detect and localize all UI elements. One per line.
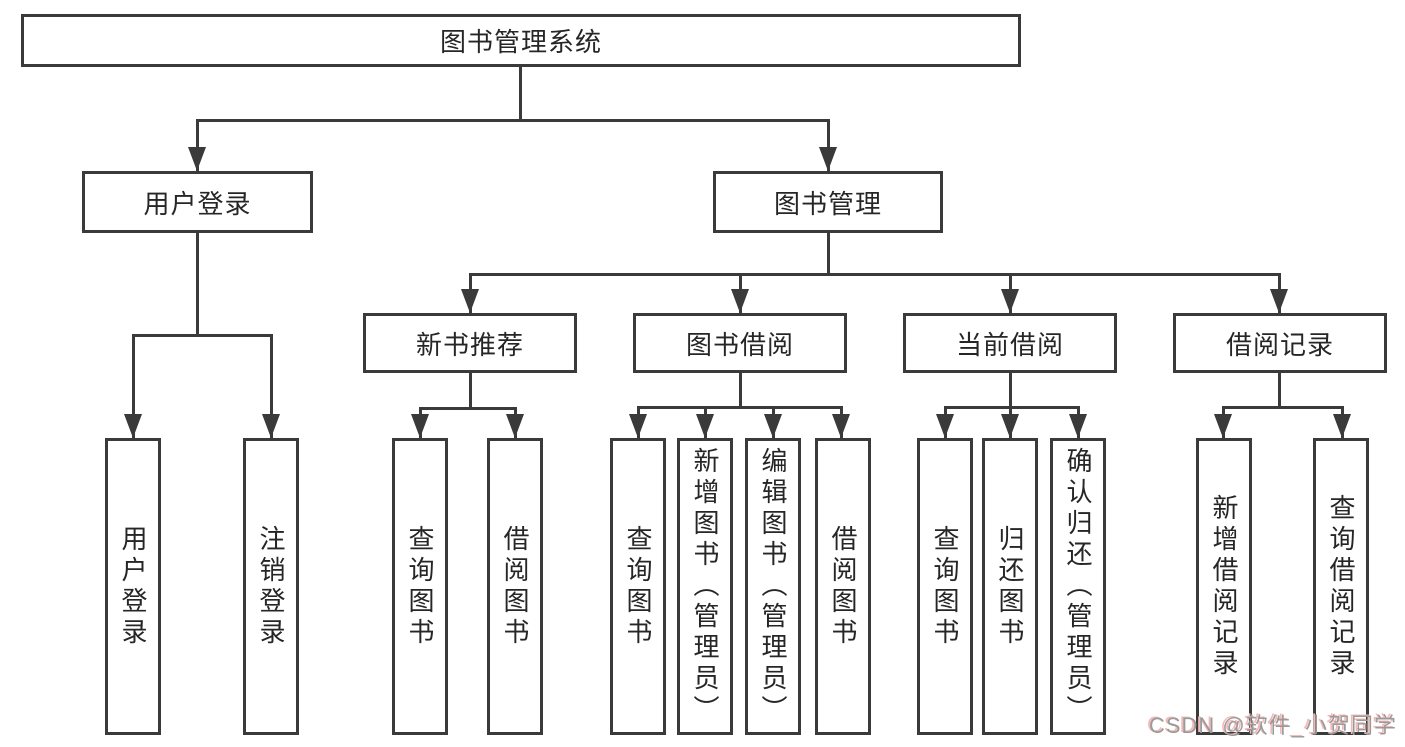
node-label: 查询图书 bbox=[405, 524, 435, 649]
connector-line bbox=[131, 334, 135, 438]
arrow-down-icon bbox=[262, 414, 280, 438]
connector-line bbox=[269, 334, 273, 438]
leaf-user-login: 用户登录 bbox=[105, 438, 161, 735]
node-label: 注销登录 bbox=[256, 524, 286, 649]
arrow-down-icon bbox=[1001, 289, 1019, 313]
leaf-recommend-query-book: 查询图书 bbox=[392, 438, 448, 735]
connector-line bbox=[944, 406, 1080, 409]
arrow-down-icon bbox=[832, 414, 850, 438]
node-label: 新增借阅记录 bbox=[1209, 493, 1239, 680]
arrow-down-icon bbox=[764, 414, 782, 438]
node-label: 图书管理系统 bbox=[439, 27, 602, 57]
connector-line bbox=[196, 119, 829, 122]
connector-line bbox=[195, 119, 199, 171]
arrow-down-icon bbox=[411, 414, 429, 438]
node-label: 查询图书 bbox=[623, 524, 653, 649]
arrow-down-icon bbox=[819, 147, 837, 171]
arrow-down-icon bbox=[1270, 289, 1288, 313]
node-label: 借阅记录 bbox=[1225, 329, 1334, 360]
arrow-down-icon bbox=[124, 414, 142, 438]
connector-line bbox=[195, 233, 199, 334]
node-label: 图书管理 bbox=[773, 188, 882, 219]
node-label: 用户登录 bbox=[143, 188, 252, 219]
arrow-down-icon bbox=[936, 414, 954, 438]
node-label: 借阅图书 bbox=[828, 524, 858, 649]
leaf-logout: 注销登录 bbox=[243, 438, 299, 735]
arrow-down-icon bbox=[188, 147, 206, 171]
node-book-borrow: 图书借阅 bbox=[633, 313, 847, 373]
node-label: 编辑图书（管理员） bbox=[758, 447, 788, 726]
connector-line bbox=[826, 233, 830, 273]
node-label: 确认归还（管理员） bbox=[1063, 447, 1093, 726]
connector-line bbox=[518, 67, 522, 119]
leaf-borrow-query-book: 查询图书 bbox=[610, 438, 666, 735]
leaf-borrow-book: 借阅图书 bbox=[815, 438, 871, 735]
connector-line bbox=[1277, 373, 1281, 406]
node-label: 查询图书 bbox=[930, 524, 960, 649]
connector-line bbox=[637, 406, 843, 409]
leaf-add-book-admin: 新增图书（管理员） bbox=[677, 438, 733, 735]
node-borrow-records: 借阅记录 bbox=[1173, 313, 1387, 373]
node-label: 查询借阅记录 bbox=[1326, 493, 1356, 680]
node-book-management: 图书管理 bbox=[713, 171, 943, 233]
leaf-recommend-borrow-book: 借阅图书 bbox=[487, 438, 543, 735]
node-label: 新书推荐 bbox=[415, 329, 524, 360]
connector-line bbox=[468, 373, 472, 407]
node-label: 当前借阅 bbox=[955, 329, 1064, 360]
connector-line bbox=[826, 119, 830, 171]
connector-line bbox=[419, 407, 517, 410]
leaf-edit-book-admin: 编辑图书（管理员） bbox=[745, 438, 801, 735]
connector-line bbox=[738, 373, 742, 406]
node-label: 图书借阅 bbox=[685, 329, 794, 360]
node-new-book-recommend: 新书推荐 bbox=[363, 313, 577, 373]
node-library-system: 图书管理系统 bbox=[21, 14, 1021, 67]
arrow-down-icon bbox=[461, 289, 479, 313]
leaf-return-book: 归还图书 bbox=[982, 438, 1038, 735]
connector-line bbox=[132, 334, 273, 337]
leaf-current-query-book: 查询图书 bbox=[917, 438, 973, 735]
leaf-add-borrow-record: 新增借阅记录 bbox=[1196, 438, 1252, 735]
csdn-watermark: CSDN @软件_小贺同学 bbox=[1148, 713, 1397, 738]
connector-line bbox=[469, 273, 1281, 276]
leaf-query-borrow-record: 查询借阅记录 bbox=[1313, 438, 1369, 735]
arrow-down-icon bbox=[1333, 414, 1351, 438]
connector-line bbox=[1008, 373, 1012, 406]
arrow-down-icon bbox=[1001, 414, 1019, 438]
node-current-borrow: 当前借阅 bbox=[903, 313, 1117, 373]
arrow-down-icon bbox=[696, 414, 714, 438]
arrow-down-icon bbox=[1069, 414, 1087, 438]
node-label: 借阅图书 bbox=[500, 524, 530, 649]
node-label: 归还图书 bbox=[995, 524, 1025, 649]
leaf-confirm-return-admin: 确认归还（管理员） bbox=[1050, 438, 1106, 735]
arrow-down-icon bbox=[506, 414, 524, 438]
arrow-down-icon bbox=[629, 414, 647, 438]
node-label: 新增图书（管理员） bbox=[690, 447, 720, 726]
connector-line bbox=[1222, 406, 1344, 409]
arrow-down-icon bbox=[1214, 414, 1232, 438]
node-user-login: 用户登录 bbox=[82, 171, 313, 233]
arrow-down-icon bbox=[731, 289, 749, 313]
node-label: 用户登录 bbox=[118, 524, 148, 649]
